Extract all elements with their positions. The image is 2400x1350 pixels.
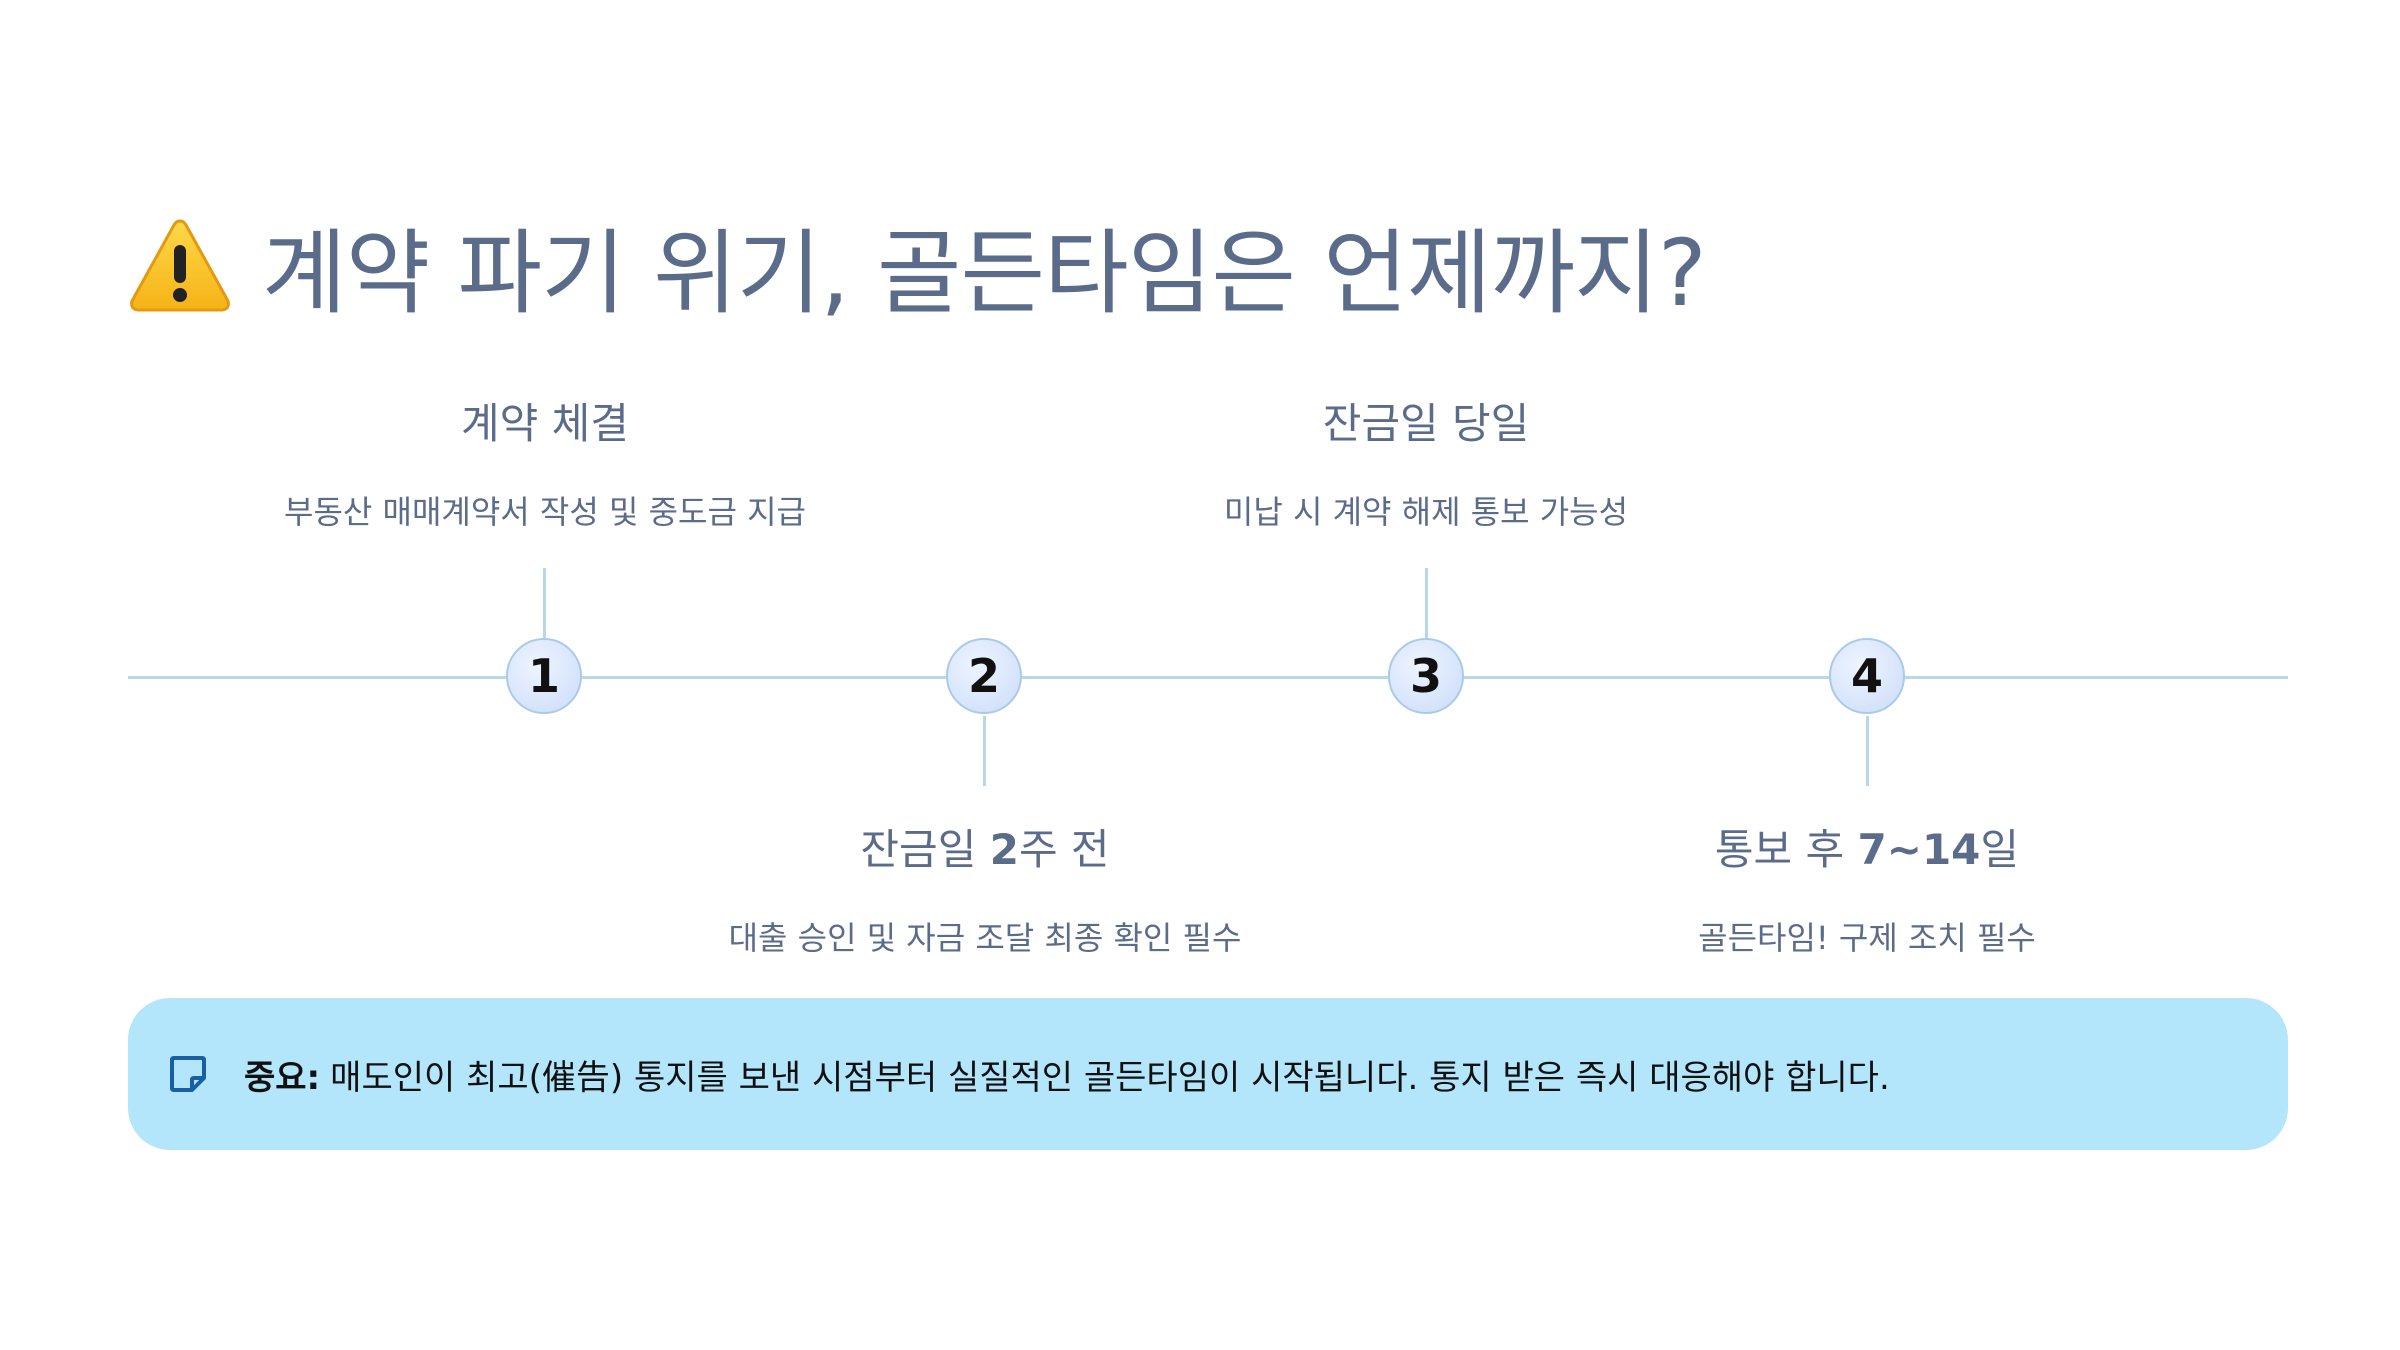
note-label: 중요: bbox=[244, 1057, 321, 1098]
step-number: 1 bbox=[527, 649, 560, 703]
step-description: 대출 승인 및 자금 조달 최종 확인 필수 bbox=[728, 919, 1242, 957]
step-description: 미납 시 계약 해제 통보 가능성 bbox=[1223, 493, 1629, 531]
step-4: 통보 후 7~14일 골든타임! 구제 조치 필수 bbox=[1487, 816, 2247, 959]
step-description: 골든타임! 구제 조치 필수 bbox=[1698, 919, 2036, 957]
step-title: 계약 체결 bbox=[461, 399, 629, 448]
connector-4 bbox=[1866, 716, 1869, 786]
step-number: 2 bbox=[967, 649, 1000, 703]
step-node-3: 3 bbox=[1388, 638, 1464, 714]
step-title: 잔금일 당일 bbox=[1322, 399, 1530, 448]
connector-3 bbox=[1425, 568, 1428, 638]
timeline-line bbox=[128, 676, 2288, 679]
page-title-text: 계약 파기 위기, 골든타임은 언제까지? bbox=[262, 219, 1707, 327]
step-description: 부동산 매매계약서 작성 및 중도금 지급 bbox=[284, 493, 806, 531]
memo-icon bbox=[170, 1056, 206, 1092]
step-node-1: 1 bbox=[506, 638, 582, 714]
step-2: 잔금일 2주 전 대출 승인 및 자금 조달 최종 확인 필수 bbox=[605, 816, 1365, 959]
step-number: 3 bbox=[1409, 649, 1442, 703]
step-1: 계약 체결 부동산 매매계약서 작성 및 중도금 지급 bbox=[165, 390, 925, 533]
step-node-4: 4 bbox=[1829, 638, 1905, 714]
important-note: 중요: 매도인이 최고(催告) 통지를 보낸 시점부터 실질적인 골든타임이 시… bbox=[128, 998, 2288, 1150]
step-title: 잔금일 2주 전 bbox=[860, 825, 1110, 874]
step-3: 잔금일 당일 미납 시 계약 해제 통보 가능성 bbox=[1046, 390, 1806, 533]
warning-icon bbox=[130, 219, 230, 312]
note-text: 매도인이 최고(催告) 통지를 보낸 시점부터 실질적인 골든타임이 시작됩니다… bbox=[330, 1057, 1890, 1098]
step-title: 통보 후 7~14일 bbox=[1714, 825, 2020, 874]
page-title: 계약 파기 위기, 골든타임은 언제까지? bbox=[128, 205, 1707, 327]
connector-1 bbox=[543, 568, 546, 638]
connector-2 bbox=[983, 716, 986, 786]
step-number: 4 bbox=[1850, 649, 1883, 703]
step-node-2: 2 bbox=[946, 638, 1022, 714]
